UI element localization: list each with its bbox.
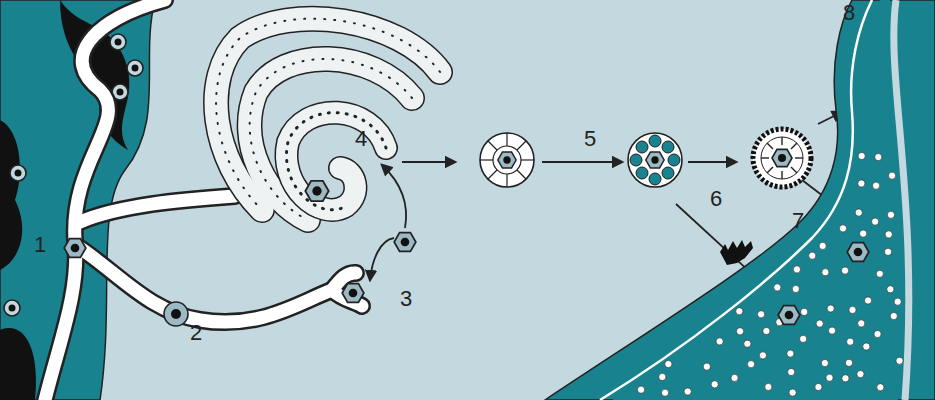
vesicle — [827, 305, 834, 312]
spiral-structure — [216, 19, 440, 220]
vesicle — [849, 306, 856, 313]
vesicle — [736, 328, 743, 335]
spore — [164, 302, 188, 326]
vesicle — [815, 383, 822, 390]
vesicle — [894, 298, 901, 305]
vesicle — [819, 242, 826, 249]
vesicle — [858, 320, 865, 327]
spore — [847, 243, 869, 262]
vesicle — [887, 286, 894, 293]
spore — [394, 233, 416, 252]
dark-patch — [0, 120, 22, 270]
vesicle — [793, 266, 800, 273]
vesicle — [860, 230, 867, 237]
vesicle — [845, 359, 852, 366]
vesicle — [787, 350, 794, 357]
vesicle — [800, 335, 807, 342]
vesicle — [801, 308, 808, 315]
vesicle — [884, 248, 891, 255]
vesicle — [659, 373, 666, 380]
vesicle — [665, 360, 672, 367]
vesicle — [896, 357, 903, 364]
vesicle — [684, 388, 691, 395]
vesicle — [888, 172, 895, 179]
vesicle — [744, 340, 751, 347]
vesicle — [816, 320, 823, 327]
vesicle — [876, 270, 883, 277]
dark-patch — [0, 328, 36, 400]
vesicle — [858, 152, 865, 159]
callout-number: 8 — [843, 2, 855, 24]
vesicle — [763, 327, 770, 334]
vesicle — [731, 374, 738, 381]
vesicle — [757, 311, 764, 318]
attached-stage — [753, 129, 811, 187]
vesicle — [841, 267, 848, 274]
vesicle — [774, 284, 781, 291]
vesicle — [711, 381, 718, 388]
callout-number: 3 — [400, 288, 412, 310]
vesicle — [716, 338, 723, 345]
spore — [342, 284, 364, 303]
vesicle — [788, 368, 795, 375]
vesicle — [855, 209, 862, 216]
spore — [305, 181, 328, 201]
callout-number: 1 — [34, 234, 46, 256]
vesicles — [637, 152, 903, 396]
vesicle — [759, 352, 766, 359]
callout-number: 5 — [584, 128, 596, 150]
vesicle — [661, 389, 668, 396]
vesicle — [885, 231, 892, 238]
vesicle — [858, 180, 865, 187]
vesicle — [842, 375, 849, 382]
callout-number: 4 — [355, 128, 367, 150]
callout-number: 6 — [710, 188, 722, 210]
vesicle — [703, 363, 710, 370]
vesicle — [874, 330, 881, 337]
vesicle — [822, 269, 829, 276]
vesicle — [864, 297, 871, 304]
vesicle — [847, 338, 854, 345]
spore-core — [171, 309, 181, 319]
spore — [64, 239, 86, 258]
callout-number: 2 — [190, 322, 202, 344]
vesicle — [863, 343, 870, 350]
vesicle — [765, 383, 772, 390]
vesicle — [857, 371, 864, 378]
cyst-stage — [480, 133, 534, 187]
callout-number: 7 — [792, 210, 804, 232]
vesicle — [872, 218, 879, 225]
vesicle — [828, 327, 835, 334]
spore — [778, 306, 800, 325]
vesicle — [873, 182, 880, 189]
vesicle — [826, 374, 833, 381]
host-cell — [545, 0, 935, 400]
vesicle — [890, 312, 897, 319]
vesicle — [839, 225, 846, 232]
vesicle — [789, 389, 796, 396]
vesicle — [792, 285, 799, 292]
vesicle — [809, 252, 816, 259]
vesicle — [877, 384, 884, 391]
cytoplasm — [612, 0, 902, 400]
vesicle — [887, 211, 894, 218]
cyst-stage — [628, 133, 682, 187]
vesicle — [875, 153, 882, 160]
vesicle — [637, 386, 644, 393]
entry-site — [720, 240, 753, 265]
vesicle — [736, 308, 743, 315]
vesicle — [747, 361, 754, 368]
vesicle — [821, 359, 828, 366]
